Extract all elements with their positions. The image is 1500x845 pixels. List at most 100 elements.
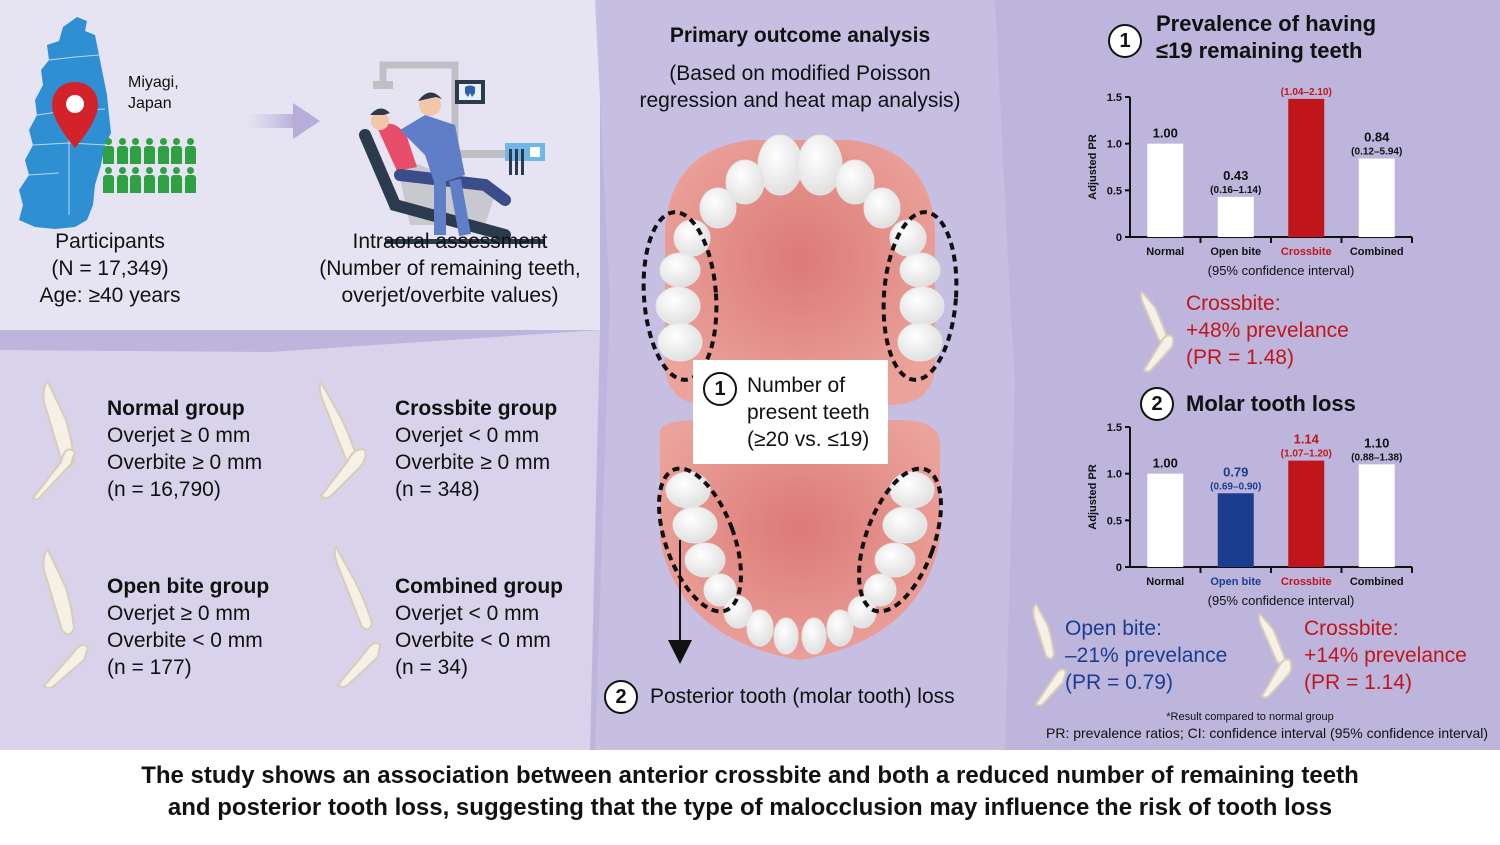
number-badge: 2: [604, 680, 638, 714]
outcome1-label: 1 Number of present teeth (≥20 vs. ≤19): [693, 360, 888, 464]
crossbite-tooth-icon: [318, 380, 367, 499]
group-crossbite: Crossbite group Overjet < 0 mm Overbite …: [395, 395, 595, 503]
data-label: 1.00: [1153, 456, 1178, 471]
finding-crossbite-molar: Crossbite: +14% prevelance (PR = 1.14): [1304, 615, 1467, 696]
group-title: Combined group: [395, 575, 563, 598]
ci-label: (1.04–2.10): [1281, 87, 1332, 98]
finding-line: (PR = 0.79): [1065, 671, 1173, 694]
section1-header: 1 Prevalence of having ≤19 remaining tee…: [1108, 10, 1376, 64]
y-axis-label: Adjusted PR: [1087, 134, 1099, 199]
data-label: 1.10: [1364, 435, 1389, 450]
dentist-illustration-icon: [355, 55, 555, 255]
ci-label: (0.12–5.94): [1351, 147, 1402, 158]
participants-text: Participants (N = 17,349) Age: ≥40 years: [20, 228, 200, 309]
outcome2-text: Posterior tooth (molar tooth) loss: [650, 685, 955, 708]
bar-normal: [1147, 473, 1184, 567]
ci-label: (0.88–1.38): [1351, 452, 1402, 463]
y-tick-label: 0.5: [1107, 185, 1122, 197]
participants-count: (N = 17,349): [51, 257, 169, 280]
group-overjet: Overjet ≥ 0 mm: [107, 602, 251, 625]
finding-line: –21% prevelance: [1065, 644, 1228, 667]
combined-tooth-icon: [333, 545, 382, 688]
number-badge: 1: [1108, 24, 1142, 58]
location-line: Miyagi,: [128, 74, 179, 91]
participants-icon: [102, 138, 202, 202]
section1-title: Prevalence of having: [1156, 11, 1377, 36]
footnote-abbreviations: PR: prevalence ratios; CI: confidence in…: [1046, 725, 1488, 741]
number-badge: 1: [703, 372, 737, 406]
outcome1-line: Number of: [747, 374, 846, 397]
participants-title: Participants: [55, 230, 165, 253]
group-overbite: Overbite ≥ 0 mm: [107, 451, 263, 474]
x-tick-label: Normal: [1146, 246, 1184, 258]
group-overbite: Overbite < 0 mm: [107, 629, 263, 652]
x-tick-label: Open bite: [1210, 576, 1261, 588]
x-tick-label: Combined: [1350, 576, 1404, 588]
data-label: 1.00: [1153, 126, 1178, 141]
dental-arch-icon: [641, 134, 959, 660]
group-overjet: Overjet < 0 mm: [395, 602, 540, 625]
y-tick-label: 0.5: [1107, 515, 1122, 527]
conclusion-text: The study shows an association between a…: [0, 760, 1500, 824]
location-pin-icon: [50, 80, 100, 150]
group-n: (n = 34): [395, 656, 468, 679]
subtitle-line: (Based on modified Poisson: [669, 62, 931, 85]
finding-open-bite-molar: Open bite: –21% prevelance (PR = 0.79): [1065, 615, 1227, 696]
y-tick-label: 1.0: [1107, 139, 1122, 151]
ci-label: (0.16–1.14): [1210, 185, 1261, 196]
data-label: 1.48: [1294, 82, 1319, 85]
bar-open-bite: [1217, 196, 1254, 237]
participants-age: Age: ≥40 years: [39, 284, 181, 307]
group-open-bite: Open bite group Overjet ≥ 0 mm Overbite …: [107, 573, 307, 681]
x-tick-label: Crossbite: [1281, 576, 1332, 588]
outcome1-line: present teeth: [747, 401, 870, 424]
open-bite-tooth-icon: [1032, 602, 1068, 707]
data-label: 1.14: [1294, 432, 1320, 447]
crossbite-tooth-icon: [1140, 290, 1175, 373]
outcome-title: Primary outcome analysis: [669, 24, 931, 47]
group-overbite: Overbite < 0 mm: [395, 629, 551, 652]
assessment-detail: overjet/overbite values): [341, 284, 559, 307]
normal-bite-tooth-icon: [31, 380, 77, 500]
x-tick-label: Normal: [1146, 576, 1184, 588]
finding-line: Crossbite:: [1186, 292, 1281, 315]
conclusion-line: and posterior tooth loss, suggesting tha…: [167, 794, 1333, 821]
finding-line: (PR = 1.14): [1304, 671, 1412, 694]
assessment-title: Intraoral assessment: [352, 230, 548, 253]
group-title: Crossbite group: [395, 397, 558, 420]
outcome-subtitle: (Based on modified Poisson regression an…: [600, 60, 1000, 114]
bar-crossbite: [1288, 460, 1325, 567]
footnote-comparison: *Result compared to normal group: [1166, 711, 1334, 723]
y-tick-label: 1.5: [1107, 422, 1122, 434]
location-line: Japan: [128, 95, 172, 112]
outcome1-line: (≥20 vs. ≤19): [747, 428, 870, 451]
data-label: 0.84: [1364, 130, 1390, 145]
subtitle-line: regression and heat map analysis): [639, 89, 961, 112]
groups-panel-bg: [0, 330, 600, 750]
group-title: Open bite group: [107, 575, 270, 598]
group-overjet: Overjet ≥ 0 mm: [107, 424, 251, 447]
ci-label: (0.69–0.90): [1210, 481, 1261, 492]
section2-header: 2 Molar tooth loss: [1140, 387, 1356, 421]
group-n: (n = 16,790): [107, 478, 221, 501]
outcome2-label: 2 Posterior tooth (molar tooth) loss: [604, 680, 955, 714]
group-n: (n = 348): [395, 478, 480, 501]
x-tick-label: Crossbite: [1281, 246, 1332, 258]
bar-crossbite: [1288, 98, 1325, 237]
flow-arrow-icon: [245, 103, 320, 139]
group-combined: Combined group Overjet < 0 mm Overbite <…: [395, 573, 595, 681]
number-badge: 2: [1140, 387, 1174, 421]
y-tick-label: 1.0: [1107, 469, 1122, 481]
section1-title: ≤19 remaining teeth: [1156, 38, 1363, 63]
data-label: 0.43: [1223, 168, 1248, 183]
data-label: 0.79: [1223, 464, 1248, 479]
y-tick-label: 1.5: [1107, 92, 1122, 104]
group-overjet: Overjet < 0 mm: [395, 424, 540, 447]
finding-line: Open bite:: [1065, 617, 1162, 640]
x-tick-label: Open bite: [1210, 246, 1261, 258]
x-axis-label: (95% confidence interval): [1208, 593, 1355, 608]
x-tick-label: Combined: [1350, 246, 1404, 258]
section2-title: Molar tooth loss: [1186, 391, 1356, 416]
